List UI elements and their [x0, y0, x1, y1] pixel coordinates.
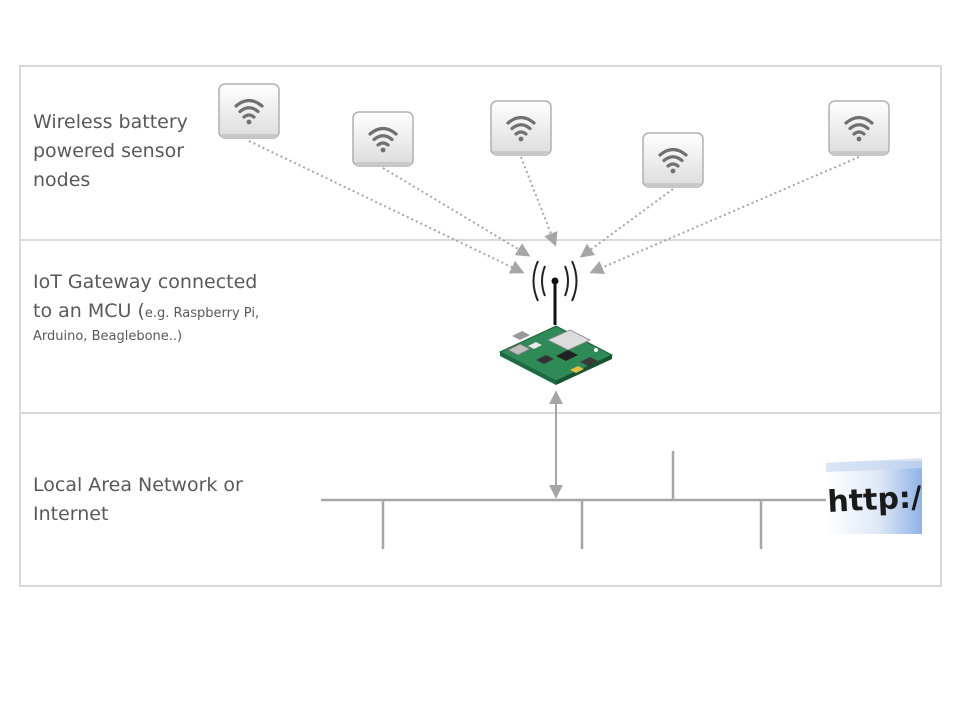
http-banner-icon: http://www — [826, 458, 923, 534]
network-bus — [321, 451, 828, 549]
sensor-link — [589, 156, 860, 274]
row-label-network: Local Area Network or Internet — [33, 471, 273, 529]
antenna-icon — [532, 260, 578, 325]
label-line: nodes — [33, 169, 91, 191]
wifi-icon — [827, 99, 891, 157]
wifi-icon — [351, 110, 415, 168]
label-text: to an MCU ( — [33, 300, 145, 322]
row-label-sensor-nodes: Wireless battery powered sensor nodes — [33, 108, 213, 195]
label-examples: Arduino, Beaglebone..) — [33, 329, 183, 344]
sensor-link — [579, 188, 674, 258]
label-line: Local Area Network or — [33, 474, 243, 496]
sensor-link — [382, 167, 531, 257]
label-line: Wireless battery — [33, 111, 188, 133]
label-line: IoT Gateway connected — [33, 271, 258, 293]
sensor-link — [520, 156, 558, 247]
label-line: to an MCU (e.g. Raspberry Pi, — [33, 297, 283, 326]
label-line: Internet — [33, 503, 109, 525]
wifi-icon — [489, 99, 553, 157]
circuit-board-icon — [498, 325, 614, 385]
wifi-icon — [641, 131, 705, 189]
sensor-link — [248, 140, 525, 274]
row-label-gateway: IoT Gateway connected to an MCU (e.g. Ra… — [33, 268, 283, 348]
label-line: powered sensor — [33, 140, 185, 162]
sensor-nodes — [217, 82, 891, 189]
wifi-icon — [217, 82, 281, 140]
label-examples: e.g. Raspberry Pi, — [144, 306, 260, 321]
diagram-frame — [19, 65, 942, 587]
sensor-links — [248, 140, 860, 274]
